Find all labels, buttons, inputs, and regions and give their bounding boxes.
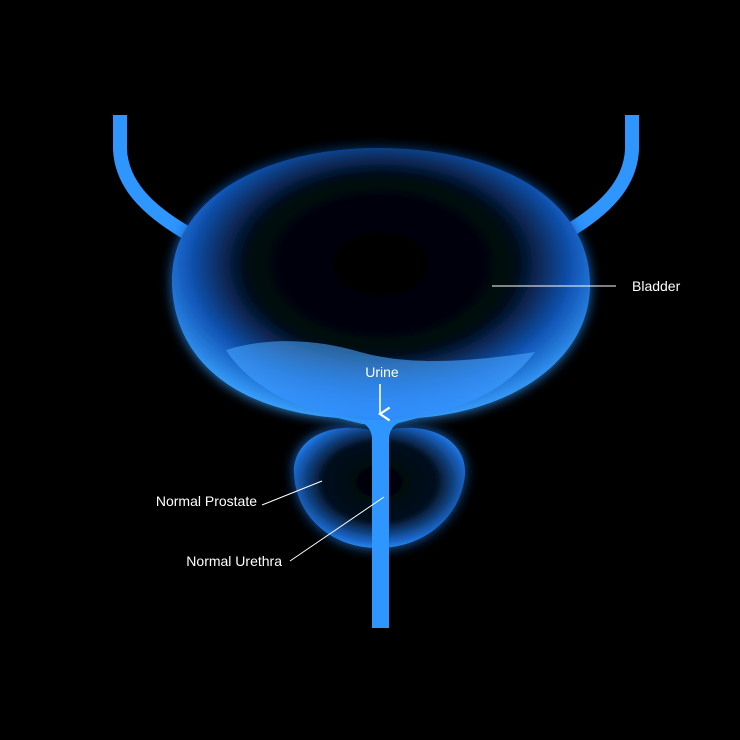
urine-fill [226, 341, 535, 422]
left-ureter [113, 115, 189, 239]
urine-label: Urine [365, 364, 399, 380]
prostate-leader-line [261, 480, 323, 506]
bladder [172, 148, 590, 424]
urethra-leader-line [289, 496, 385, 562]
prostate-label: Normal Prostate [156, 493, 257, 509]
urethra [357, 420, 404, 628]
right-ureter [563, 115, 639, 239]
urethra-label: Normal Urethra [186, 553, 282, 569]
bladder-label: Bladder [632, 278, 681, 294]
